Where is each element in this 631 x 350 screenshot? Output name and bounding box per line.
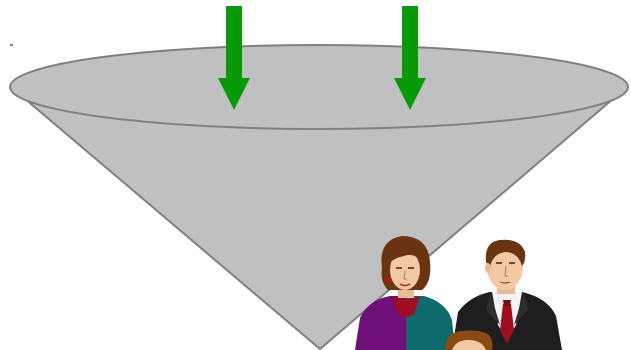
stray-dot [10, 44, 13, 46]
funnel-rim [10, 45, 628, 129]
